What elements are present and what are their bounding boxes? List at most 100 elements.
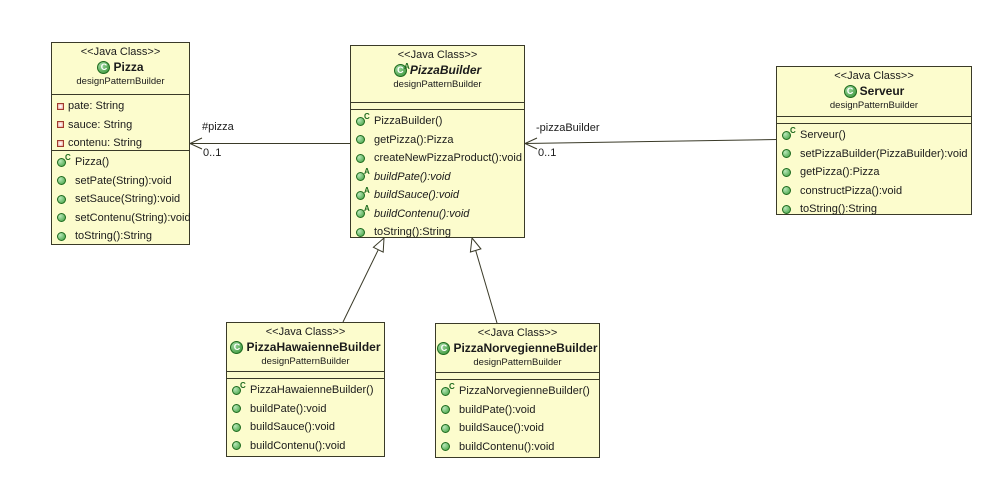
attributes-compartment <box>436 373 599 380</box>
method-icon <box>57 157 66 167</box>
stereotype-label: <<Java Class>> <box>265 326 346 338</box>
attribute-row[interactable]: sauce: String <box>57 116 189 135</box>
method-icon <box>782 186 791 196</box>
attributes-compartment: pate: String sauce: String contenu: Stri… <box>52 95 189 151</box>
attributes-compartment <box>351 103 524 110</box>
attributes-compartment <box>227 372 384 379</box>
association-multiplicity-label: 0..1 <box>538 147 557 159</box>
package-label: designPatternBuilder <box>393 79 482 90</box>
method-row[interactable]: toString():String <box>356 223 524 242</box>
class-header: <<Java Class>> C Serveur designPatternBu… <box>777 67 971 117</box>
open-arrowhead-icon <box>523 137 538 150</box>
class-name: C Serveur <box>777 84 971 99</box>
method-row[interactable]: setPizzaBuilder(PizzaBuilder):void <box>782 145 971 164</box>
class-icon: C <box>843 85 857 98</box>
class-header: <<Java Class>> C PizzaHawaienneBuilder d… <box>227 323 384 372</box>
class-box-serveur[interactable]: <<Java Class>> C Serveur designPatternBu… <box>776 66 972 215</box>
method-row[interactable]: setPate(String):void <box>57 172 189 191</box>
class-box-pizzanorvegiennebuilder[interactable]: <<Java Class>> C PizzaNorvegienneBuilder… <box>435 323 600 458</box>
field-icon <box>57 102 64 110</box>
association-role-label: -pizzaBuilder <box>536 122 600 134</box>
method-row[interactable]: buildPate():void <box>232 400 384 419</box>
method-icon <box>356 227 365 237</box>
class-box-pizza[interactable]: <<Java Class>> C Pizza designPatternBuil… <box>51 42 191 246</box>
field-icon <box>57 121 64 129</box>
method-row[interactable]: buildPate():void <box>441 401 599 420</box>
generalization-hawaienne-connector[interactable] <box>342 236 385 323</box>
generalization-norvegienne-connector[interactable] <box>469 236 498 324</box>
class-icon: C <box>97 61 111 74</box>
attribute-row[interactable]: contenu: String <box>57 134 189 153</box>
method-icon <box>232 385 241 395</box>
class-box-pizzahawaiennebuilder[interactable]: <<Java Class>> C PizzaHawaienneBuilder d… <box>226 322 385 457</box>
stereotype-label: <<Java Class>> <box>477 327 558 339</box>
method-row[interactable]: buildSauce():void <box>232 418 384 437</box>
package-label: designPatternBuilder <box>829 100 919 111</box>
field-icon <box>57 139 64 147</box>
method-row[interactable]: constructPizza():void <box>782 182 971 201</box>
method-icon <box>441 405 450 415</box>
association-multiplicity-label: 0..1 <box>203 147 222 159</box>
package-label: designPatternBuilder <box>261 356 350 367</box>
association-role-label: #pizza <box>202 121 234 133</box>
method-row[interactable]: setContenu(String):void <box>57 209 191 228</box>
attributes-compartment <box>777 117 971 124</box>
attribute-row[interactable]: pate: String <box>57 97 189 116</box>
method-row[interactable]: buildContenu():void <box>441 438 599 457</box>
class-header: <<Java Class>> C PizzaNorvegienneBuilder… <box>436 324 599 373</box>
package-label: designPatternBuilder <box>473 357 562 368</box>
class-icon: C <box>230 341 244 354</box>
hollow-triangle-arrowhead-icon <box>372 236 385 253</box>
method-row[interactable]: setSauce(String):void <box>57 190 189 209</box>
method-icon <box>356 135 365 145</box>
method-icon <box>782 167 791 177</box>
method-icon <box>782 204 791 214</box>
method-icon <box>782 130 791 140</box>
method-icon <box>57 231 66 241</box>
abstract-method-icon <box>356 190 365 200</box>
open-arrowhead-icon <box>188 137 203 150</box>
method-icon <box>57 176 66 186</box>
method-row[interactable]: getPizza():Pizza <box>782 163 971 182</box>
method-icon <box>232 441 241 451</box>
class-name: C PizzaNorvegienneBuilder <box>436 341 599 356</box>
class-icon: C <box>437 342 451 355</box>
method-icon <box>232 404 241 414</box>
association-pizza-connector[interactable] <box>188 137 350 150</box>
method-row[interactable]: toString():String <box>57 227 189 246</box>
method-row[interactable]: createNewPizzaProduct():void <box>356 149 524 168</box>
hollow-triangle-arrowhead-icon <box>469 236 482 253</box>
association-pizzabuilder-connector[interactable] <box>523 137 778 150</box>
method-icon <box>441 442 450 452</box>
method-icon <box>232 422 241 432</box>
method-row[interactable]: getPizza():Pizza <box>356 131 524 150</box>
stereotype-label: <<Java Class>> <box>834 70 914 82</box>
method-row[interactable]: buildSauce():void <box>441 419 599 438</box>
stereotype-label: <<Java Class>> <box>397 49 478 61</box>
package-label: designPatternBuilder <box>76 76 165 87</box>
method-row[interactable]: buildContenu():void <box>232 437 384 456</box>
class-name: C PizzaHawaienneBuilder <box>227 340 384 355</box>
method-icon <box>356 153 365 163</box>
abstract-method-icon <box>356 209 365 219</box>
class-header: <<Java Class>> C Pizza designPatternBuil… <box>52 43 189 95</box>
method-icon <box>441 386 450 396</box>
method-row[interactable]: toString():String <box>782 200 971 219</box>
